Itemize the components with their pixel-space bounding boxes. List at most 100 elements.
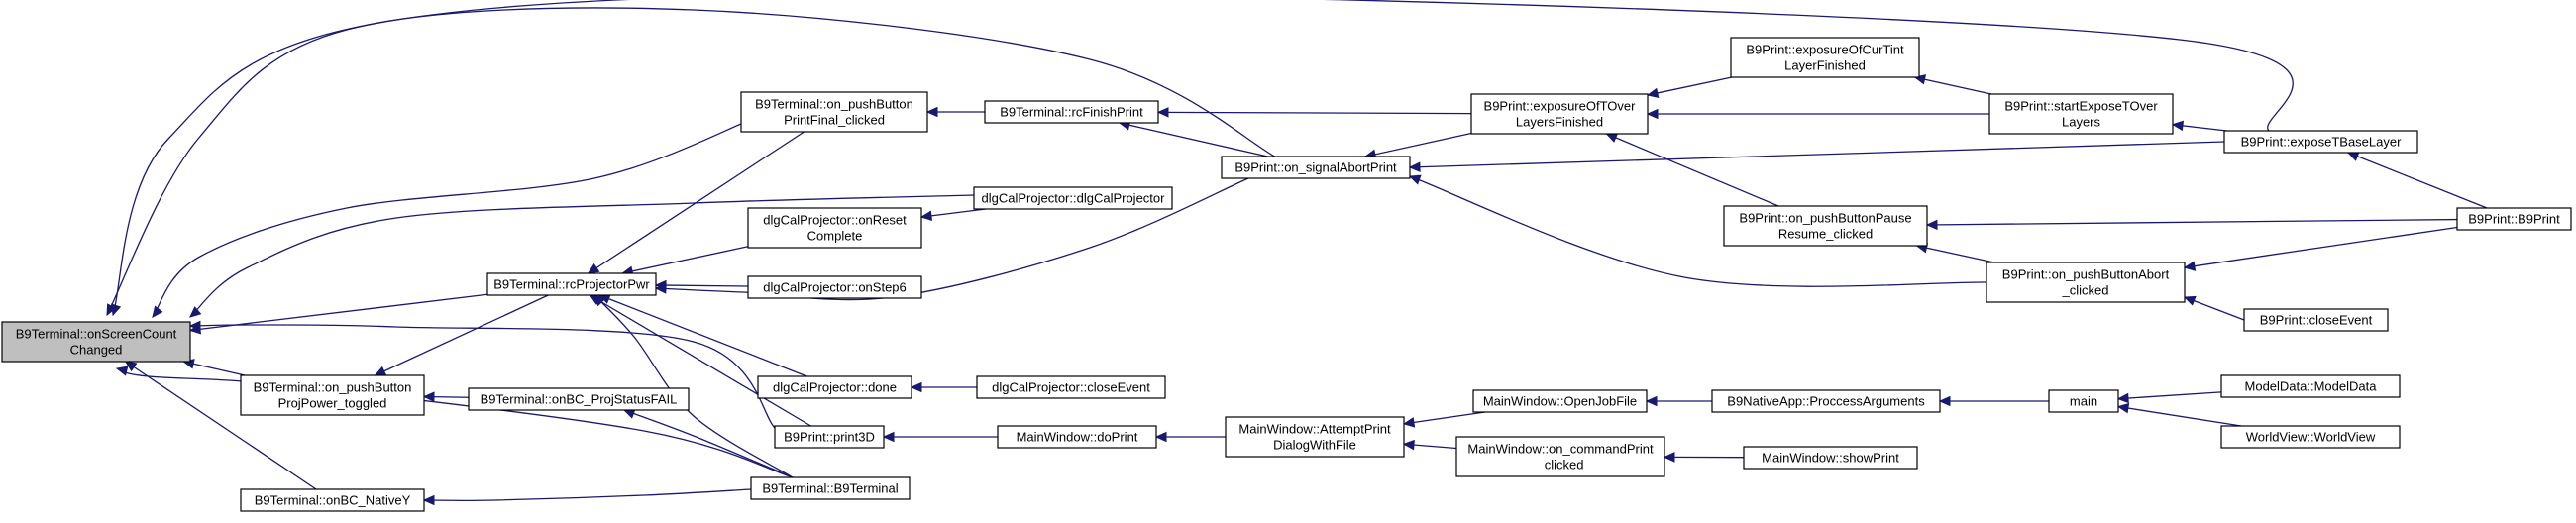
edge-arrowhead <box>2183 295 2197 306</box>
node-rcProj[interactable]: B9Terminal::rcProjectorPwr <box>486 272 657 296</box>
node-printFinal[interactable]: B9Terminal::on_pushButtonPrintFinal_clic… <box>740 91 928 133</box>
node-box[interactable] <box>740 91 928 133</box>
node-calStep6[interactable]: dlgCalProjector::onStep6 <box>747 275 922 299</box>
node-box[interactable] <box>1986 262 2186 303</box>
edge-b9print-to-btnAbort <box>2184 226 2458 268</box>
node-label: B9Terminal::on_pushButton <box>254 380 412 395</box>
node-box[interactable] <box>774 425 885 449</box>
node-worldView[interactable]: WorldView::WorldView <box>2220 425 2401 449</box>
node-main[interactable]: main <box>2048 389 2119 413</box>
node-calClose[interactable]: dlgCalProjector::closeEvent <box>976 375 1166 399</box>
node-nativeY[interactable]: B9Terminal::onBC_NativeY <box>240 488 425 512</box>
node-box[interactable] <box>1 321 191 363</box>
node-closeEvent[interactable]: B9Print::closeEvent <box>2243 308 2389 332</box>
edge-printFinal-to-rcProj <box>588 131 805 274</box>
node-box[interactable] <box>1723 205 1928 247</box>
edge-arrowhead <box>1154 431 1167 443</box>
edge-b9term-to-nativeY <box>423 488 752 502</box>
node-box[interactable] <box>486 272 657 296</box>
node-procArgs[interactable]: B9NativeApp::ProccessArguments <box>1711 389 1941 413</box>
node-box[interactable] <box>2220 425 2401 449</box>
edge-pause-to-overLayers <box>1606 133 1779 207</box>
node-baseLayer[interactable]: B9Print::exposeTBaseLayer <box>2223 130 2418 154</box>
edge-arrowhead <box>111 303 122 317</box>
node-modelData[interactable]: ModelData::ModelData <box>2220 374 2401 398</box>
node-box[interactable] <box>468 387 690 411</box>
node-abort[interactable]: B9Print::on_signalAbortPrint <box>1221 156 1411 179</box>
node-projFail[interactable]: B9Terminal::onBC_ProjStatusFAIL <box>468 387 690 411</box>
edge-btnAbort-to-abort <box>1409 175 1987 287</box>
node-label: MainWindow::AttemptPrint <box>1238 422 1391 437</box>
node-box[interactable] <box>1225 416 1405 458</box>
node-box[interactable] <box>750 476 911 500</box>
edge-b9term-to-rcProj <box>593 294 794 478</box>
node-cmdPrint[interactable]: MainWindow::on_commandPrint_clicked <box>1455 436 1665 477</box>
node-box[interactable] <box>976 375 1166 399</box>
edge-arrowhead <box>654 283 667 294</box>
node-box[interactable] <box>2243 308 2389 332</box>
node-label: B9Print::exposeTBaseLayer <box>2241 135 2403 150</box>
node-calCtor[interactable]: dlgCalProjector::dlgCalProjector <box>973 186 1173 210</box>
node-box[interactable] <box>1711 389 1941 413</box>
node-box[interactable] <box>2223 130 2418 154</box>
node-box[interactable] <box>2048 389 2119 413</box>
edge-arrowhead <box>1663 452 1675 463</box>
node-showPrint[interactable]: MainWindow::showPrint <box>1743 446 1918 470</box>
edge-arrowhead <box>422 494 435 506</box>
node-box[interactable] <box>2220 374 2401 398</box>
edge-arrowhead <box>188 320 201 332</box>
node-label: B9Terminal::B9Terminal <box>762 481 898 496</box>
node-label: B9Terminal::onBC_ProjStatusFAIL <box>481 392 678 407</box>
node-label: B9Terminal::rcFinishPrint <box>1000 105 1143 120</box>
edge-baseLayer-to-abort <box>1409 141 2225 168</box>
node-box[interactable] <box>1221 156 1411 179</box>
node-label: B9NativeApp::ProccessArguments <box>1727 394 1925 409</box>
edge-arrowhead <box>422 391 435 402</box>
node-box[interactable] <box>240 488 425 512</box>
node-box[interactable] <box>747 207 922 249</box>
node-box[interactable] <box>747 275 922 299</box>
node-btnAbort[interactable]: B9Print::on_pushButtonAbort_clicked <box>1986 262 2186 303</box>
edge-calCtor-to-root <box>189 194 975 318</box>
node-pushPower[interactable]: B9Terminal::on_pushButtonProjPower_toggl… <box>240 374 425 416</box>
node-print3d[interactable]: B9Print::print3D <box>774 425 885 449</box>
node-box[interactable] <box>1730 37 1920 78</box>
edge-arrowhead <box>1156 107 1169 118</box>
node-box[interactable] <box>1470 93 1649 135</box>
node-box[interactable] <box>1988 93 2174 135</box>
node-label: PrintFinal_clicked <box>784 113 885 128</box>
node-box[interactable] <box>2456 207 2572 231</box>
edge-nativeY-to-root <box>125 361 317 490</box>
node-rcFinish[interactable]: B9Terminal::rcFinishPrint <box>984 100 1159 124</box>
node-box[interactable] <box>1472 389 1648 413</box>
node-openJob[interactable]: MainWindow::OpenJobFile <box>1472 389 1648 413</box>
node-box[interactable] <box>757 375 912 399</box>
node-b9term[interactable]: B9Terminal::B9Terminal <box>750 476 911 500</box>
node-box[interactable] <box>1743 446 1918 470</box>
edge-arrowhead <box>1402 439 1415 451</box>
node-box[interactable] <box>984 100 1159 124</box>
node-label: B9Print::exposureOfCurTint <box>1746 43 1904 57</box>
edge-arrowhead <box>1408 174 1422 185</box>
node-doPrint[interactable]: MainWindow::doPrint <box>997 425 1157 449</box>
nodes-layer: B9Terminal::onScreenCountChangedB9Termin… <box>1 37 2572 512</box>
node-pause[interactable]: B9Print::on_pushButtonPauseResume_clicke… <box>1723 205 1928 247</box>
node-box[interactable] <box>973 186 1173 210</box>
node-label: WorldView::WorldView <box>2246 430 2376 445</box>
edge-arrowhead <box>919 210 933 222</box>
node-box[interactable] <box>1455 436 1665 477</box>
node-b9print[interactable]: B9Print::B9Print <box>2456 207 2572 231</box>
node-label: B9Terminal::rcProjectorPwr <box>493 277 650 292</box>
edge-calDone-to-rcProj <box>598 294 807 377</box>
node-calDone[interactable]: dlgCalProjector::done <box>757 375 912 399</box>
node-box[interactable] <box>997 425 1157 449</box>
node-box[interactable] <box>240 374 425 416</box>
edge-arrowhead <box>189 306 202 318</box>
